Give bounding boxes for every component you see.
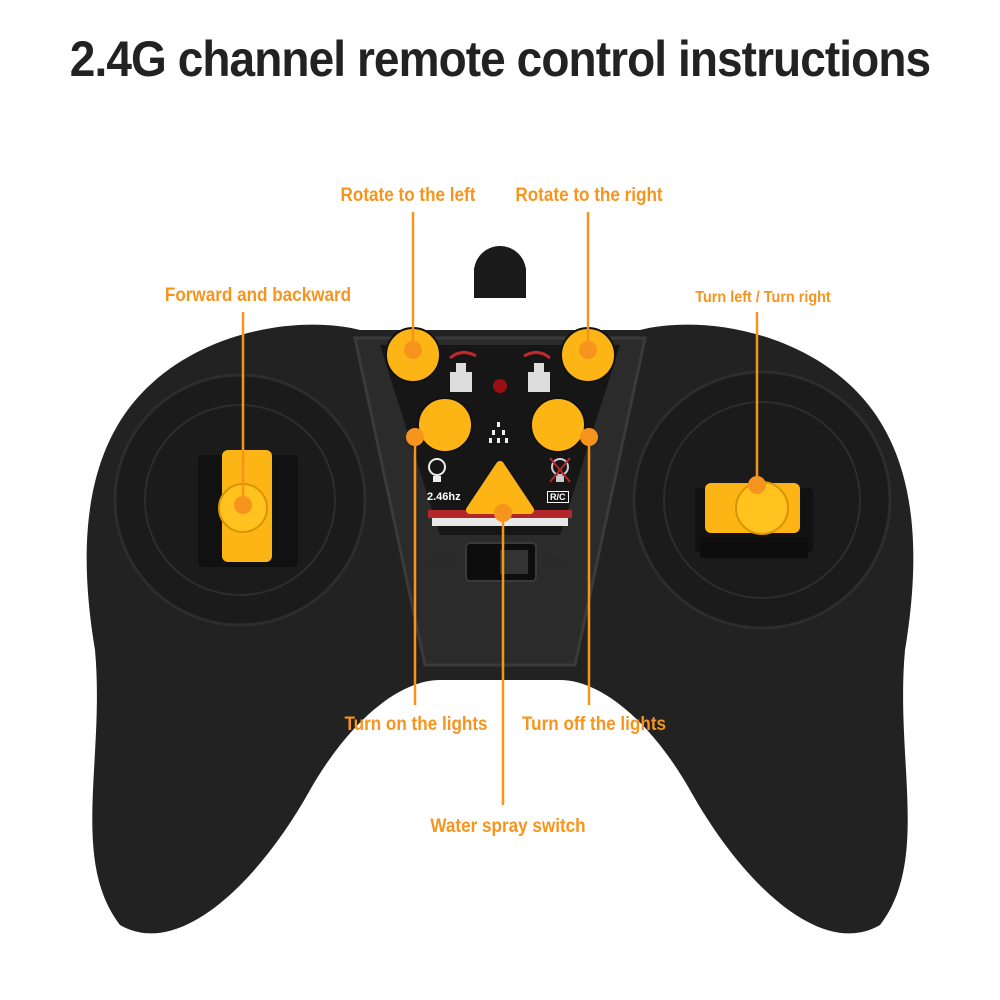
light-on-icon [428, 458, 446, 482]
label-rotate-right: Rotate to the right [515, 185, 663, 206]
label-lights-off: Turn off the lights [521, 714, 667, 735]
page-title: 2.4G channel remote control instructions [69, 31, 931, 87]
light-off-icon [549, 457, 571, 483]
switch-on-label: ON [541, 553, 567, 572]
callout-dot [406, 428, 424, 446]
label-turn-left-right: Turn left / Turn right [695, 289, 831, 306]
water-spray-icon [489, 422, 508, 443]
frequency-label: 2.46hz [427, 491, 461, 503]
label-rotate-left: Rotate to the left [340, 185, 476, 206]
label-forward-backward: Forward and backward [164, 285, 352, 306]
callout-dot [404, 341, 422, 359]
label-water-spray: Water spray switch [430, 816, 586, 837]
rc-label: R/C [547, 491, 569, 503]
turret-right-icon [528, 363, 550, 392]
power-led [493, 379, 507, 393]
lights-on-button[interactable] [417, 397, 473, 453]
rotate-right-arrow-icon [523, 351, 551, 360]
callout-dot [580, 428, 598, 446]
lights-off-button[interactable] [530, 397, 586, 453]
callout-dot [494, 504, 512, 522]
rotate-left-arrow-icon [449, 351, 477, 360]
label-lights-on: Turn on the lights [344, 714, 488, 735]
callout-dot [748, 476, 766, 494]
callout-dot [234, 496, 252, 514]
switch-off-label: OFF [428, 553, 462, 572]
turret-left-icon [450, 363, 472, 392]
callout-dot [579, 341, 597, 359]
